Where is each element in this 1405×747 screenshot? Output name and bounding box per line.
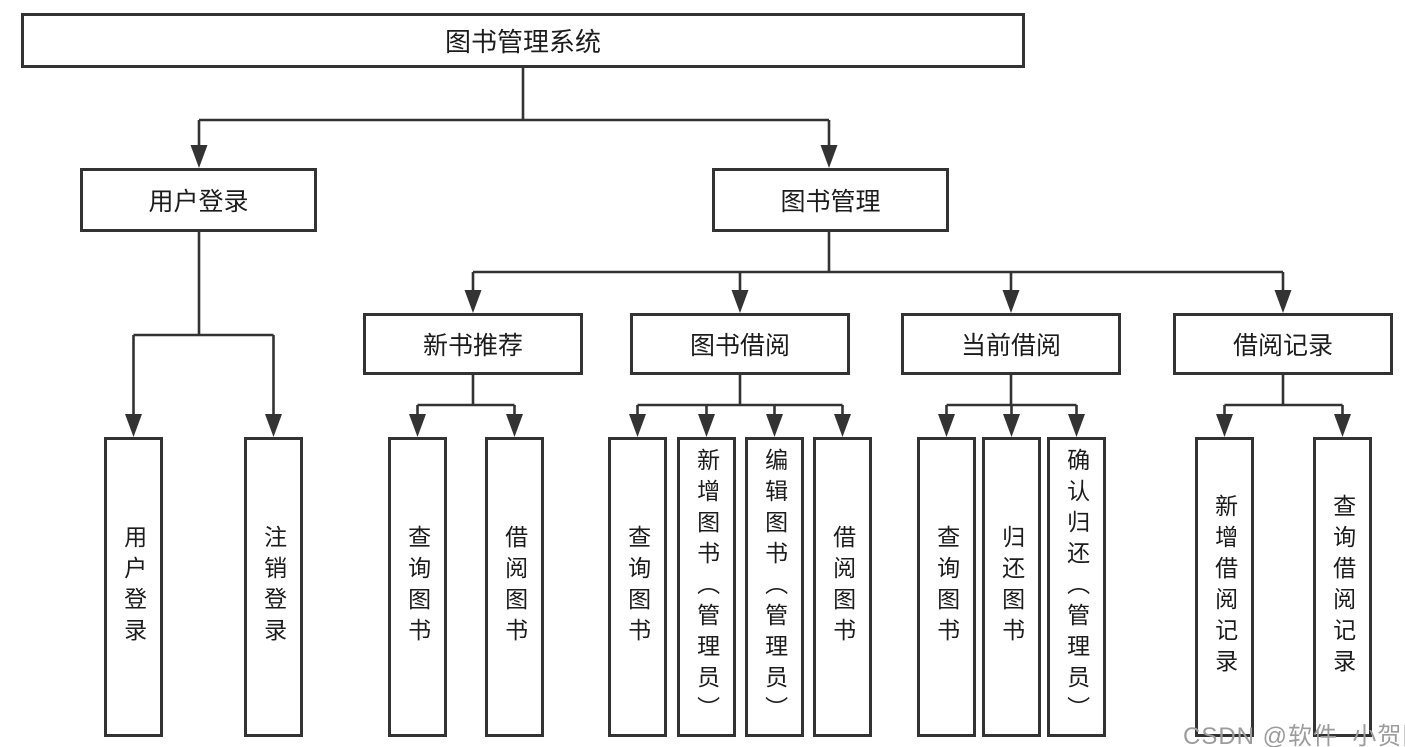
node-label: 确认归还（管理员） bbox=[1063, 447, 1090, 727]
node-label: 借阅记录 bbox=[1232, 332, 1333, 360]
leaf-add-books-admin: 新增图书（管理员） bbox=[677, 437, 736, 737]
node-new-book-recommend: 新书推荐 bbox=[363, 313, 583, 375]
node-label: 新增借阅记录 bbox=[1211, 494, 1238, 680]
node-label: 归还图书 bbox=[998, 525, 1025, 649]
leaf-edit-books-admin: 编辑图书（管理员） bbox=[745, 437, 804, 737]
node-book-borrow: 图书借阅 bbox=[630, 313, 850, 375]
leaf-borrow-books-recommend: 借阅图书 bbox=[485, 437, 544, 737]
node-label: 用户登录 bbox=[120, 525, 147, 649]
node-label: 新书推荐 bbox=[422, 332, 523, 360]
node-label: 查询图书 bbox=[404, 525, 431, 649]
leaf-query-books-current: 查询图书 bbox=[917, 437, 976, 737]
node-label: 用户登录 bbox=[148, 188, 249, 216]
node-label: 当前借阅 bbox=[960, 332, 1061, 360]
node-library-management-system: 图书管理系统 bbox=[21, 13, 1025, 68]
leaf-query-borrow-record: 查询借阅记录 bbox=[1313, 437, 1372, 737]
watermark: CSDN @软件_小贺同学 bbox=[1183, 723, 1405, 747]
node-label: 查询图书 bbox=[624, 525, 651, 649]
leaf-borrow-books: 借阅图书 bbox=[813, 437, 872, 737]
node-label: 图书管理 bbox=[780, 188, 881, 216]
node-label: 新增图书（管理员） bbox=[693, 447, 720, 727]
node-user-login: 用户登录 bbox=[80, 168, 317, 232]
leaf-confirm-return-admin: 确认归还（管理员） bbox=[1047, 437, 1106, 737]
leaf-user-login: 用户登录 bbox=[104, 437, 163, 737]
node-label: 借阅图书 bbox=[501, 525, 528, 649]
node-current-borrow: 当前借阅 bbox=[901, 313, 1121, 375]
leaf-logout: 注销登录 bbox=[244, 437, 303, 737]
leaf-add-borrow-record: 新增借阅记录 bbox=[1195, 437, 1254, 737]
node-borrow-records: 借阅记录 bbox=[1173, 313, 1393, 375]
node-label: 查询图书 bbox=[933, 525, 960, 649]
node-label: 编辑图书（管理员） bbox=[761, 447, 788, 727]
leaf-query-books-borrow: 查询图书 bbox=[608, 437, 667, 737]
node-label: 图书管理系统 bbox=[444, 27, 601, 57]
node-label: 借阅图书 bbox=[829, 525, 856, 649]
node-label: 图书借阅 bbox=[689, 332, 790, 360]
node-book-management: 图书管理 bbox=[712, 168, 949, 232]
leaf-return-books: 归还图书 bbox=[982, 437, 1041, 737]
node-label: 查询借阅记录 bbox=[1329, 494, 1356, 680]
node-label: 注销登录 bbox=[260, 525, 287, 649]
leaf-query-books-recommend: 查询图书 bbox=[388, 437, 447, 737]
